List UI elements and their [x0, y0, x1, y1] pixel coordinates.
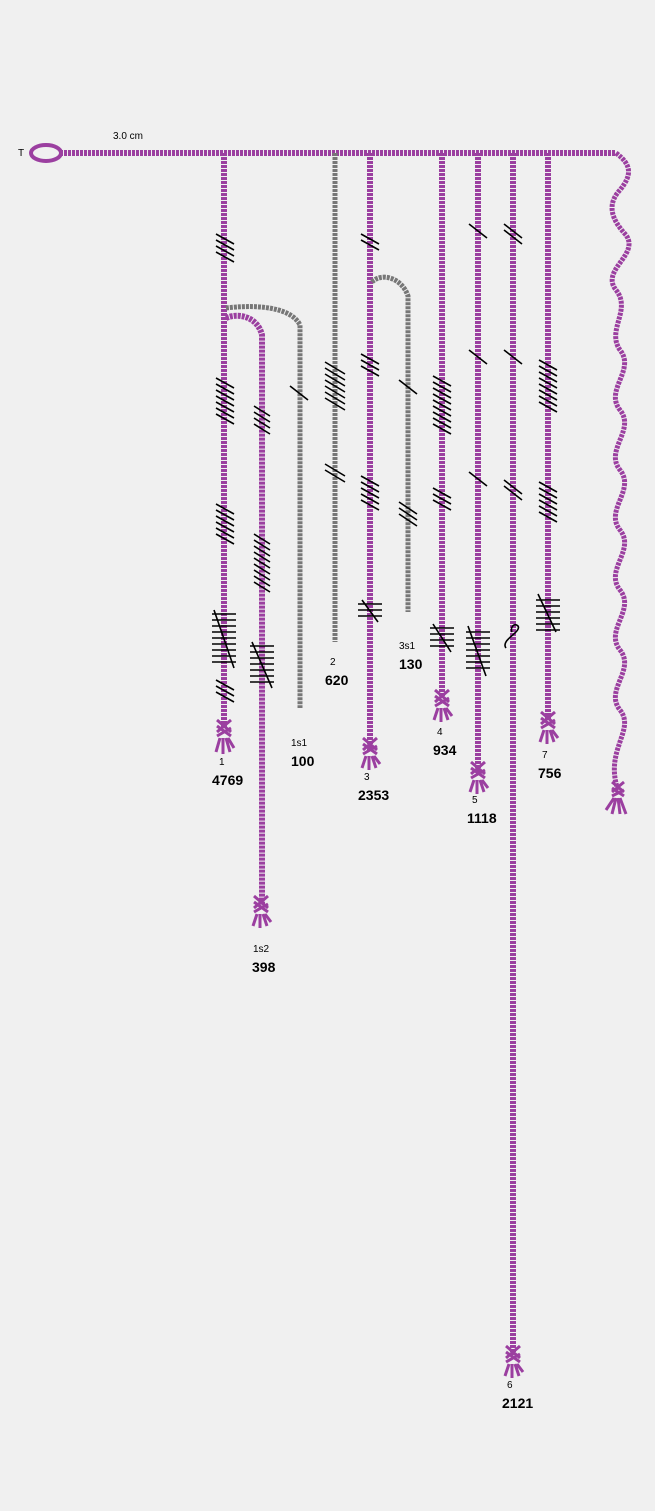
- cord-7-label: 7: [542, 750, 548, 761]
- cord-7-tassel: [538, 710, 560, 744]
- cord-5-label: 5: [472, 795, 478, 806]
- cord-2-value: 620: [325, 672, 349, 688]
- cord-6-knots: [503, 223, 523, 649]
- cord-4-knots: [430, 375, 454, 653]
- cord-1s2-line: [224, 312, 265, 905]
- cord-1s1-knot: [289, 385, 309, 401]
- cord-1s2-label: 1s2: [253, 944, 270, 955]
- cord-2: 2 620: [324, 153, 349, 688]
- cord-1s1-value: 100: [291, 753, 315, 769]
- cord-3s1-value: 130: [399, 656, 423, 672]
- cord-1-knots: [212, 233, 236, 703]
- cord-2-knots: [324, 361, 346, 483]
- cord-4: 4 934: [430, 153, 457, 758]
- cord-5-knots: [466, 223, 490, 677]
- cord-3s1-line: [370, 274, 411, 612]
- cord-7: 7 756: [536, 153, 562, 781]
- cord-6: 6 2121: [502, 153, 533, 1411]
- cord-7-knots: [536, 359, 560, 633]
- primary-cord: [29, 143, 632, 815]
- cord-1s1-line: [225, 304, 303, 708]
- cord-3s1-label: 3s1: [399, 641, 416, 652]
- cord-1-value: 4769: [212, 772, 243, 788]
- cord-7-value: 756: [538, 765, 562, 781]
- cord-1s2: 1s2 398: [224, 312, 276, 975]
- cord-6-tassel: [503, 1344, 525, 1378]
- cord-3-label: 3: [364, 772, 370, 783]
- cord-1s2-value: 398: [252, 959, 276, 975]
- cord-3: 3 2353: [358, 153, 389, 803]
- loop-end: [29, 143, 63, 163]
- cord-1s1: 1s1 100: [225, 304, 315, 769]
- cord-5-tassel: [468, 760, 490, 794]
- cord-4-tassel: [432, 688, 454, 722]
- cord-4-label: 4: [437, 727, 443, 738]
- cord-2-label: 2: [330, 657, 336, 668]
- cord-1-label: 1: [219, 757, 225, 768]
- cord-6-value: 2121: [502, 1395, 533, 1411]
- cord-1: 1 4769: [212, 153, 243, 788]
- cord-3s1: 3s1 130: [370, 274, 423, 672]
- cord-3-value: 2353: [358, 787, 389, 803]
- cord-5: 5 1118: [466, 153, 497, 826]
- cord-3s1-knots: [398, 379, 418, 527]
- top-marker: T: [18, 148, 24, 159]
- cord-5-value: 1118: [467, 810, 497, 826]
- cord-6-label: 6: [507, 1380, 513, 1391]
- cord-4-value: 934: [433, 742, 457, 758]
- cord-1s2-tassel: [251, 894, 273, 928]
- scale-label: 3.0 cm: [113, 131, 143, 142]
- cord-3-tassel: [360, 736, 382, 770]
- tail-tassel: [604, 780, 628, 815]
- cord-1s1-label: 1s1: [291, 738, 308, 749]
- cord-3-knots: [358, 233, 382, 623]
- cord-1-tassel: [214, 718, 236, 754]
- primary-cord-tail: [609, 151, 632, 791]
- cord-1s2-knots: [250, 405, 274, 689]
